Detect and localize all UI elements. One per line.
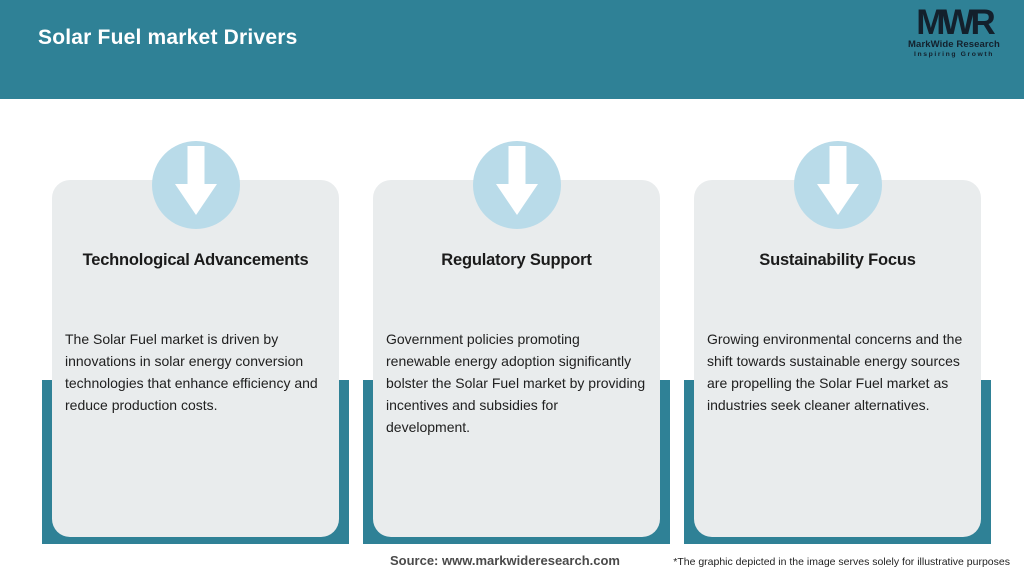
source-link[interactable]: Source: www.markwideresearch.com <box>389 553 620 568</box>
card-title: Regulatory Support <box>441 251 592 269</box>
logo-monogram: MWR <box>916 3 995 42</box>
driver-card: Regulatory Support Government policies p… <box>373 180 660 537</box>
card-title: Technological Advancements <box>82 251 309 269</box>
driver-column-1: Technological Advancements The Solar Fue… <box>42 0 349 576</box>
arrow-down-icon <box>152 141 240 229</box>
header-bar: Solar Fuel market Drivers MWR MarkWide R… <box>0 0 1024 99</box>
driver-card: Sustainability Focus Growing environment… <box>694 180 981 537</box>
page-title: Solar Fuel market Drivers <box>38 26 298 49</box>
disclaimer-text: *The graphic depicted in the image serve… <box>673 556 1010 568</box>
logo-name: MarkWide Research <box>908 39 1000 50</box>
driver-card: Technological Advancements The Solar Fue… <box>52 180 339 537</box>
markwide-research-logo: MWR MarkWide Research Inspiring Growth <box>898 3 1010 58</box>
driver-column-3: Sustainability Focus Growing environment… <box>684 0 991 576</box>
arrow-down-icon <box>473 141 561 229</box>
card-title: Sustainability Focus <box>759 251 916 269</box>
driver-column-2: Regulatory Support Government policies p… <box>363 0 670 576</box>
card-body-text: The Solar Fuel market is driven by innov… <box>65 331 318 413</box>
arrow-down-icon <box>794 141 882 229</box>
card-body-text: Government policies promoting renewable … <box>386 331 646 435</box>
logo-tagline: Inspiring Growth <box>914 50 994 58</box>
card-body-text: Growing environmental concerns and the s… <box>707 331 963 413</box>
